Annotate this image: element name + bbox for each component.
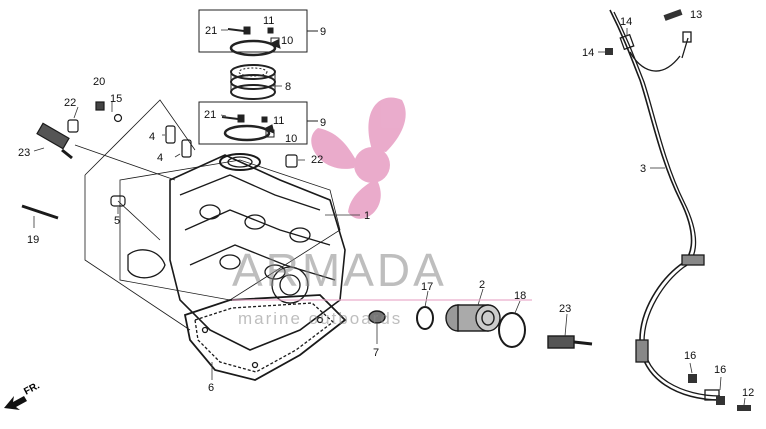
head-gasket — [183, 294, 347, 381]
front-direction-indicator: FR. — [4, 380, 42, 410]
callout-3: 3 — [640, 163, 646, 175]
callout-16-left: 16 — [684, 350, 696, 362]
hose-clamp — [229, 39, 277, 57]
callout-11-upper: 11 — [263, 15, 274, 27]
top-assembly — [198, 9, 318, 145]
watermark-tagline: marine outboards — [238, 309, 402, 328]
callout-11-lower: 11 — [273, 115, 284, 127]
leader-lines — [33, 28, 746, 406]
callout-23-left: 23 — [18, 147, 30, 159]
callout-22-left: 22 — [64, 97, 76, 109]
callout-16-right: 16 — [714, 364, 726, 376]
o-ring-18 — [498, 312, 526, 348]
center-right-parts — [368, 304, 593, 349]
watermark-brand: ARMADA — [232, 244, 447, 296]
callout-21-lower: 21 — [204, 109, 216, 121]
callout-4-upper: 4 — [149, 131, 155, 143]
callout-7: 7 — [373, 347, 379, 359]
callout-14-upper: 14 — [620, 16, 632, 28]
cylinder-head — [84, 99, 347, 381]
callout-10-upper: 10 — [281, 35, 293, 47]
intake-boot — [230, 64, 276, 100]
watermark-propeller-logo — [311, 97, 406, 219]
o-ring-17 — [416, 306, 434, 330]
callout-19: 19 — [27, 234, 39, 246]
thermostat-cover-2 — [445, 304, 501, 332]
callout-14-lower: 14 — [582, 47, 594, 59]
callout-8: 8 — [285, 81, 291, 93]
callout-9-upper: 9 — [320, 26, 326, 38]
small-hardware — [605, 9, 751, 411]
callout-13: 13 — [690, 9, 702, 21]
spark-plug-right — [547, 335, 593, 349]
callout-4-lower: 4 — [157, 152, 163, 164]
callout-15: 15 — [110, 93, 122, 105]
watermark: ARMADA marine outboards — [232, 244, 532, 328]
callout-17: 17 — [421, 281, 433, 293]
callout-9-lower: 9 — [320, 117, 326, 129]
spark-plug-left — [36, 122, 73, 160]
callout-labels: 21 11 10 9 8 21 11 10 9 20 15 22 23 4 4 … — [18, 9, 754, 399]
left-parts — [21, 101, 298, 241]
stud-bolt — [21, 204, 59, 220]
wire-harness — [609, 9, 721, 401]
plug-7 — [368, 310, 386, 324]
callout-2: 2 — [479, 279, 485, 291]
callout-22-right: 22 — [311, 154, 323, 166]
callout-5: 5 — [114, 215, 120, 227]
callout-1: 1 — [364, 210, 370, 222]
callout-12: 12 — [742, 387, 754, 399]
callout-6: 6 — [208, 382, 214, 394]
callout-21-upper: 21 — [205, 25, 217, 37]
callout-10-lower: 10 — [285, 133, 297, 145]
front-arrow-icon — [4, 396, 27, 410]
callout-23-right: 23 — [559, 303, 571, 315]
callout-20: 20 — [93, 76, 105, 88]
front-label: FR. — [22, 380, 42, 397]
group-frame-lower — [198, 101, 308, 145]
